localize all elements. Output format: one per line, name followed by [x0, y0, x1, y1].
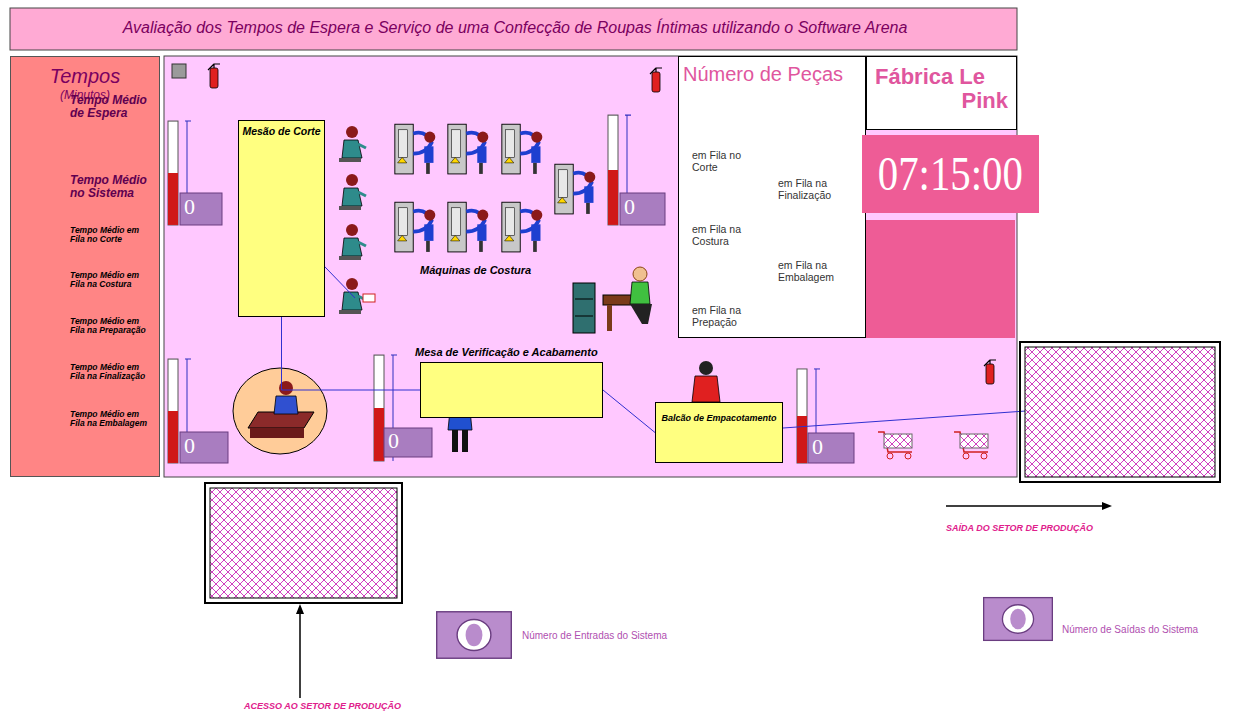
queue-label: em Fila na Embalagem [778, 260, 864, 283]
time-label: Tempo Médio em Fila na Costura [70, 271, 154, 290]
table-label: Mesão de Corte [241, 125, 322, 137]
panel-heading: Tempos [11, 65, 159, 88]
flow-line [603, 390, 655, 433]
time-label: Tempo Médio de Espera [70, 94, 158, 120]
clock-time: 07:15:00 [878, 135, 1023, 213]
queue-value: 0 [184, 434, 214, 458]
title: Avaliação dos Tempos de Espera e Serviço… [20, 19, 1010, 37]
time-label: Tempo Médio em Fila na Embalagem [70, 410, 154, 429]
queue-value: 0 [812, 435, 842, 459]
queue-value: 0 [184, 195, 214, 219]
queue-label: em Fila no Corte [692, 150, 754, 173]
queue-label: em Fila na Prepação [692, 305, 762, 328]
queue-value: 0 [624, 195, 654, 219]
panel-heading: Número de Peças [683, 63, 861, 86]
queue-label: em Fila na Finalização [778, 178, 864, 201]
queue-value: 0 [388, 429, 418, 453]
clock-panel: 07:15:00 [862, 135, 1039, 213]
pieces-panel: Número de Peças [678, 56, 866, 338]
counter-label: Balcão de Empacotamento [658, 413, 780, 423]
queue-label: em Fila na Costura [692, 224, 758, 247]
table-label: Mesa de Verificação e Acabamento [415, 346, 598, 358]
area-label: Máquinas de Costura [420, 264, 580, 276]
time-label: Tempo Médio em Fila no Corte [70, 226, 154, 245]
time-label: Tempo Médio em Fila na Finalização [70, 363, 154, 382]
factory-name: Fábrica Le Pink [875, 65, 1008, 113]
checking-table: Mesa de Verificação e Acabamento [420, 362, 603, 418]
counter-label: Número de Entradas do Sistema [522, 630, 722, 641]
factory-name-panel: Fábrica Le Pink [866, 56, 1017, 130]
packing-counter: Balcão de Empacotamento [655, 402, 783, 463]
time-label: Tempo Médio no Sistema [70, 174, 158, 200]
exit-note: SAÍDA DO SETOR DE PRODUÇÃO [946, 524, 1146, 534]
counter-label: Número de Saídas do Sistema [1062, 624, 1232, 635]
flow-line [282, 317, 421, 390]
access-note: ACESSO AO SETOR DE PRODUÇÃO [244, 702, 444, 712]
time-label: Tempo Médio em Fila na Preparação [70, 317, 154, 336]
cutting-table: Mesão de Corte [238, 120, 325, 317]
